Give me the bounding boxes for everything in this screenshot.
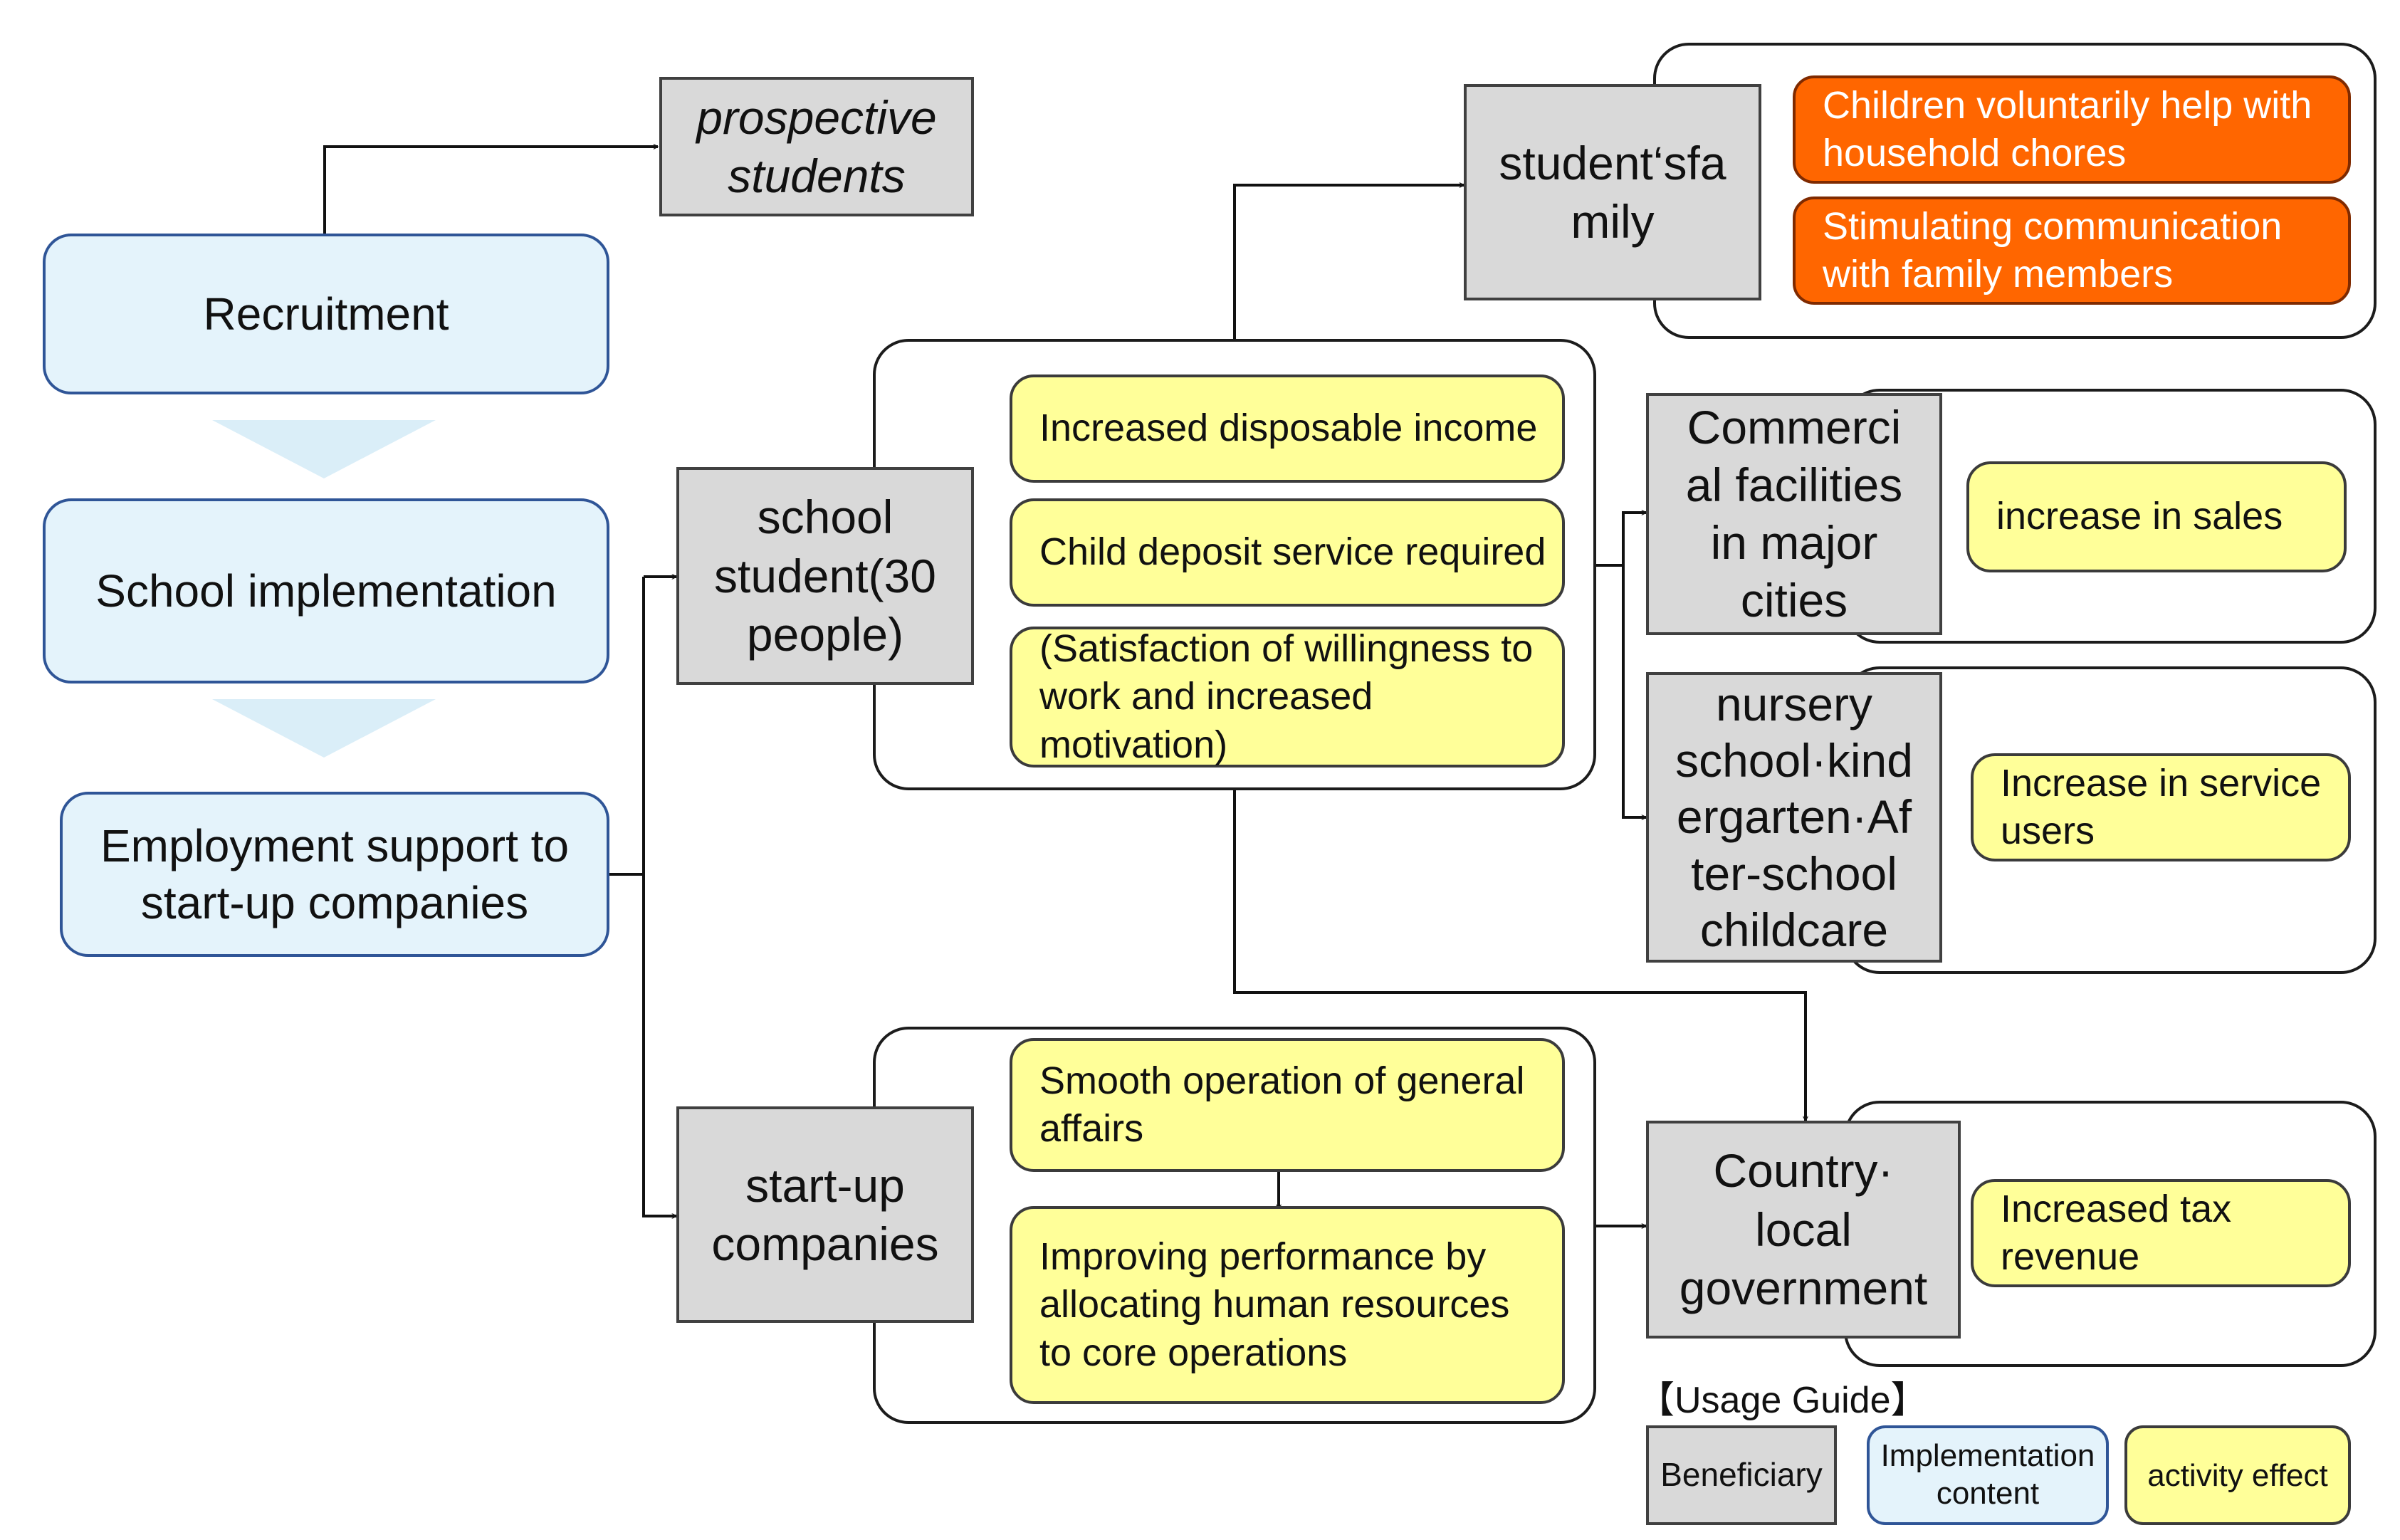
- effect-tax-revenue: Increased tax revenue: [1971, 1179, 2351, 1287]
- effect-human-resources: Improving performance by allocating huma…: [1010, 1206, 1565, 1404]
- effect-general-affairs: Smooth operation of general affairs: [1010, 1038, 1565, 1172]
- prospective-students-box: prospective students: [659, 77, 974, 216]
- arrow-recruitment-to-prospective: [323, 147, 658, 234]
- arrow-student-to-country: [1233, 790, 1806, 1121]
- effect-work-motivation: (Satisfaction of willingness to work and…: [1010, 627, 1565, 768]
- startup-companies-box: start-up companies: [676, 1106, 974, 1323]
- effect-household-chores: Children voluntarily help with household…: [1793, 75, 2351, 184]
- line-employment-trunk: [609, 577, 645, 876]
- student-family-box: student‘sfa mily: [1464, 84, 1761, 300]
- effect-child-deposit: Child deposit service required: [1010, 498, 1565, 607]
- school-implementation-box: School implementation: [43, 498, 609, 683]
- country-government-box: Country· local government: [1646, 1121, 1961, 1339]
- commercial-facilities-box: Commerci al facilities in major cities: [1646, 393, 1942, 635]
- legend-title: 【Usage Guide】: [1637, 1380, 1928, 1421]
- effect-family-communication: Stimulating communication with family me…: [1793, 197, 2351, 305]
- nursery-school-box: nursery school·kind ergarten·Af ter-scho…: [1646, 672, 1942, 963]
- arrow-to-startup: [642, 874, 676, 1216]
- legend-implementation: Implementation content: [1867, 1425, 2109, 1525]
- arrow-student-to-family: [1233, 185, 1464, 339]
- school-student-box: school student(30 people): [676, 467, 974, 685]
- recruitment-box: Recruitment: [43, 234, 609, 394]
- effect-increase-sales: increase in sales: [1966, 461, 2347, 572]
- legend-activity-effect: activity effect: [2124, 1425, 2351, 1525]
- legend-beneficiary: Beneficiary: [1646, 1425, 1837, 1525]
- chevron-down-icon: [212, 699, 436, 758]
- employment-support-box: Employment support to start-up companies: [60, 792, 609, 957]
- chevron-down-icon: [212, 420, 436, 478]
- effect-service-users: Increase in service users: [1971, 753, 2351, 861]
- effect-disposable-income: Increased disposable income: [1010, 374, 1565, 483]
